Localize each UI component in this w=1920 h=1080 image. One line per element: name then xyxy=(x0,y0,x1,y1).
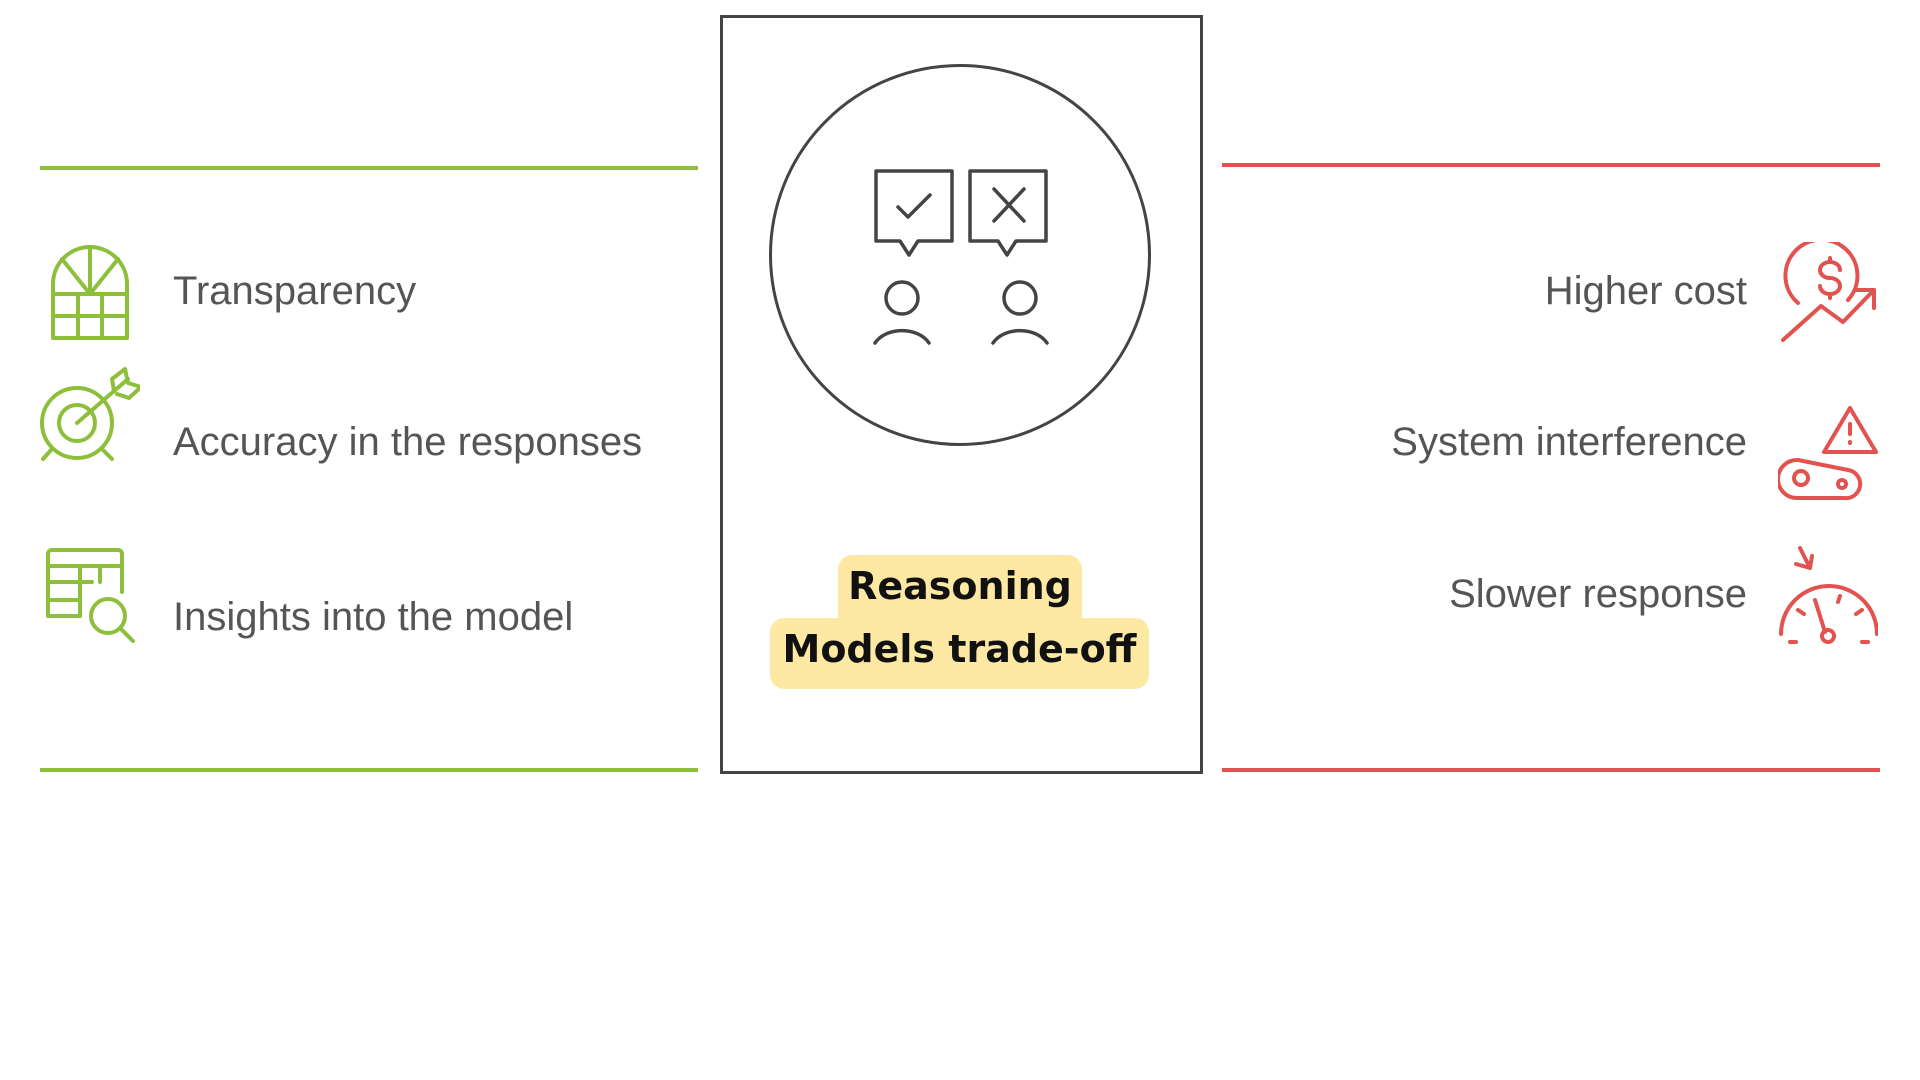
speedometer-down-icon xyxy=(1778,546,1879,646)
cons-bottom-divider xyxy=(1222,768,1880,772)
pro-insights: Insights into the model xyxy=(173,595,574,639)
debate-approve-reject-icon xyxy=(873,169,1049,345)
pro-transparency: Transparency xyxy=(173,269,417,313)
warning-gear-icon xyxy=(1775,404,1878,504)
cons-top-divider xyxy=(1222,163,1880,167)
center-title-line2: Models trade-off xyxy=(770,618,1149,689)
con-system-interference: System interference xyxy=(1391,420,1747,464)
pros-bottom-divider xyxy=(40,768,698,772)
window-icon xyxy=(40,242,140,342)
pros-top-divider xyxy=(40,166,698,170)
con-slower-response: Slower response xyxy=(1449,572,1747,616)
tradeoff-card xyxy=(720,15,1203,774)
cost-increase-icon xyxy=(1778,237,1878,342)
center-title-line1: Reasoning xyxy=(838,555,1082,625)
target-arrow-icon xyxy=(40,367,143,467)
pro-accuracy: Accuracy in the responses xyxy=(173,420,643,464)
debate-circle xyxy=(769,64,1151,446)
con-higher-cost: Higher cost xyxy=(1544,269,1747,313)
table-search-icon xyxy=(40,546,140,646)
